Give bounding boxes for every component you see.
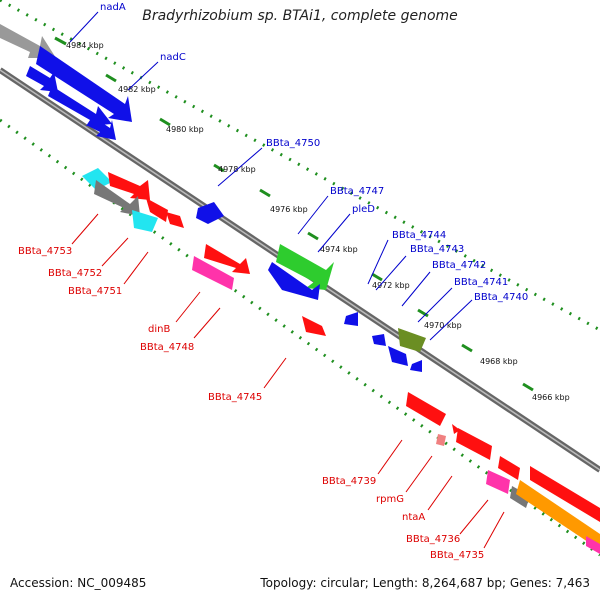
ruler-label: 4970 kbp [424, 321, 462, 330]
ruler-label: 4976 kbp [270, 205, 308, 214]
accession-text: Accession: NC_009485 [10, 576, 147, 590]
gene-label[interactable]: BBta_4740 [474, 292, 528, 303]
gene-BBta-4736[interactable] [486, 470, 510, 494]
gene-BBta-4735-b[interactable] [516, 480, 600, 550]
ruler-label: 4966 kbp [532, 393, 570, 402]
gene-nadC[interactable] [26, 66, 116, 140]
ruler-label: 4984 kbp [66, 41, 104, 50]
gene-label[interactable]: BBta_4742 [432, 260, 486, 271]
gene-BBta-4750[interactable] [196, 202, 224, 224]
gene-label[interactable]: BBta_4748 [140, 342, 194, 353]
gene-BBta-4741[interactable] [398, 328, 426, 352]
inner-labels: BBta_4753 BBta_4752 BBta_4751 dinB BBta_… [18, 213, 505, 561]
outer-labels: nadA nadC BBta_4750 BBta_4747 pleD BBta_… [69, 2, 528, 341]
gene-BBta-4753-b[interactable] [108, 172, 150, 200]
gene-dinB[interactable] [204, 244, 250, 274]
gene-label[interactable]: BBta_4753 [18, 246, 72, 257]
gene-label[interactable]: BBta_4744 [392, 230, 446, 241]
gene-BBta-4751-c[interactable] [166, 212, 184, 228]
gene-label[interactable]: BBta_4735 [430, 550, 484, 561]
gene-BBta-4744[interactable] [344, 312, 358, 326]
gene-label[interactable]: BBta_4750 [266, 138, 320, 149]
gene-label[interactable]: BBta_4752 [48, 268, 102, 279]
gene-BBta-4751[interactable] [132, 210, 158, 232]
gene-label[interactable]: BBta_4739 [322, 476, 376, 487]
gene-label[interactable]: nadC [160, 52, 186, 63]
gene-label[interactable]: dinB [148, 324, 170, 335]
gene-pleD[interactable] [268, 262, 320, 300]
gene-BBta-4735-d[interactable] [586, 536, 600, 554]
gene-BBta-4751-b[interactable] [146, 198, 168, 222]
gene-BBta-4739[interactable] [406, 392, 446, 426]
map-title: Bradyrhizobium sp. BTAi1, complete genom… [142, 8, 458, 24]
gene-label[interactable]: ntaA [402, 512, 425, 523]
gene-BBta-4753[interactable] [82, 168, 112, 190]
inner-strand-features [82, 168, 600, 554]
gene-BBta-4747[interactable] [276, 244, 334, 290]
gene-label[interactable]: BBta_4745 [208, 392, 262, 403]
gene-label[interactable]: rpmG [376, 494, 404, 505]
gene-label[interactable]: BBta_4741 [454, 277, 508, 288]
outer-strand-features [0, 24, 426, 372]
gene-BBta-4743[interactable] [372, 334, 386, 346]
topology-text: Topology: circular; Length: 8,264,687 bp… [260, 576, 590, 590]
gene-BBta-4735[interactable] [510, 486, 530, 508]
gene-label[interactable]: BBta_4751 [68, 286, 122, 297]
gene-BBta-4740[interactable] [410, 360, 422, 372]
gene-ntaA[interactable] [452, 424, 460, 434]
gene-BBta-4742[interactable] [388, 346, 408, 366]
ruler-label: 4980 kbp [166, 125, 204, 134]
gene-BBta-4745[interactable] [302, 316, 326, 336]
ruler-label: 4972 kbp [372, 281, 410, 290]
ruler-label: 4982 kbp [118, 85, 156, 94]
guide-lines [0, 0, 600, 557]
gene-label[interactable]: nadA [100, 2, 126, 13]
gene-BBta-4752[interactable] [94, 180, 140, 216]
gene-label[interactable]: BBta_4736 [406, 534, 460, 545]
ruler-label: 4968 kbp [480, 357, 518, 366]
gene-BBta-4736-b[interactable] [498, 456, 520, 480]
gene-BBta-4735-c[interactable] [530, 466, 600, 522]
gene-label[interactable]: BBta_4743 [410, 244, 464, 255]
ruler-ticks [54, 36, 534, 392]
ruler-label: 4974 kbp [320, 245, 358, 254]
gene-BBta-4748[interactable] [192, 256, 234, 290]
gene-nadA[interactable] [0, 24, 132, 122]
gene-label[interactable]: pleD [352, 204, 375, 215]
gene-ntaA-b[interactable] [456, 428, 492, 460]
gene-label[interactable]: BBta_4747 [330, 186, 384, 197]
gene-rpmG[interactable] [436, 434, 446, 446]
